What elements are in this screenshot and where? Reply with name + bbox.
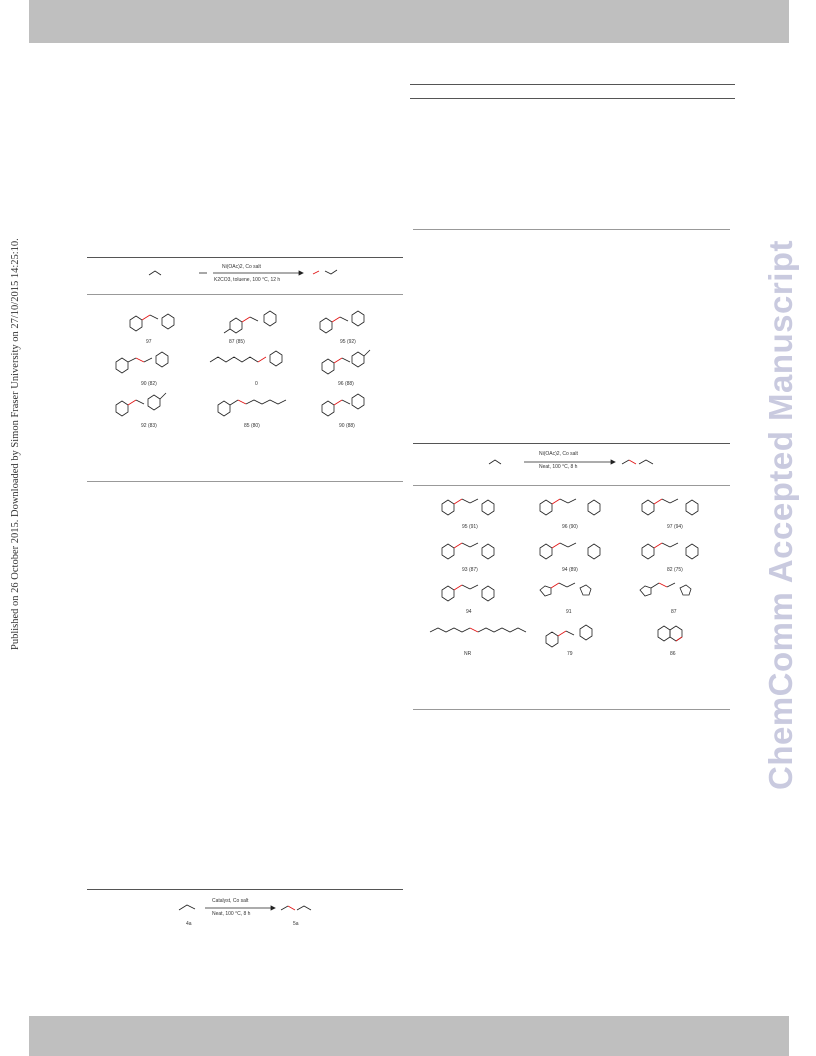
yield-label: 96 (90): [562, 524, 578, 530]
scheme-bottom-top-condition: Catalyst, Co salt: [212, 898, 249, 904]
scheme-right-top-condition: Ni(OAc)2, Co salt: [539, 451, 578, 457]
table-top-rule: [410, 84, 735, 85]
scheme-right-mid-rule: [413, 485, 730, 486]
scheme-bottom-top-rule: [87, 889, 403, 890]
yield-label: 96 (88): [338, 381, 354, 387]
yield-label: 93 (87): [462, 567, 478, 573]
scheme-right-top-rule: [413, 443, 730, 444]
table-bottom-rule: [413, 229, 730, 230]
scheme-bottom-reaction: [178, 904, 312, 911]
yield-label: 86: [670, 651, 676, 657]
scheme-left-bottom-rule: [87, 481, 403, 482]
yield-label: 95 (92): [340, 339, 356, 345]
scheme-bottom-bottom-condition: Neat, 100 °C, 8 h: [212, 911, 251, 917]
yield-label: 91: [566, 609, 572, 615]
yield-label: 82 (75): [667, 567, 683, 573]
yield-label: 92 (83): [141, 423, 157, 429]
watermark-text: ChemComm Accepted Manuscript: [762, 239, 799, 790]
yield-label: 94 (89): [562, 567, 578, 573]
scheme-left-bottom-condition: K2CO3, toluene, 100 °C, 12 h: [214, 277, 281, 283]
yield-label: 87: [671, 609, 677, 615]
scheme-right-products: [429, 498, 699, 648]
yield-label: 90 (82): [141, 381, 157, 387]
product-label: 5a: [293, 921, 299, 927]
header-bar: [29, 0, 789, 43]
yield-label: 95 (91): [462, 524, 478, 530]
yield-label: 85 (80): [244, 423, 260, 429]
yield-label: 90 (88): [339, 423, 355, 429]
footer-bar: [29, 1016, 789, 1056]
scheme-left-mid-rule: [87, 294, 403, 295]
yield-label: 94: [466, 609, 472, 615]
scheme-left-top-condition: Ni(OAc)2, Co salt: [222, 264, 261, 270]
scheme-left-products: [115, 310, 371, 417]
scheme-right-bottom-condition: Neat, 100 °C, 8 h: [539, 464, 578, 470]
download-stamp-text: Published on 26 October 2015. Downloaded…: [10, 238, 21, 650]
table-header-rule: [410, 98, 735, 99]
scheme-left-reaction: [148, 269, 338, 276]
yield-label: 79: [567, 651, 573, 657]
yield-label: 97 (94): [667, 524, 683, 530]
substrate-label: 4a: [186, 921, 192, 927]
scheme-left-top-rule: [87, 257, 403, 258]
yield-label: 87 (85): [229, 339, 245, 345]
scheme-right-reaction: [488, 459, 654, 465]
yield-label: 0: [255, 381, 258, 387]
yield-label: 97: [146, 339, 152, 345]
yield-label: NR: [464, 651, 472, 657]
scheme-right-bottom-rule: [413, 709, 730, 710]
